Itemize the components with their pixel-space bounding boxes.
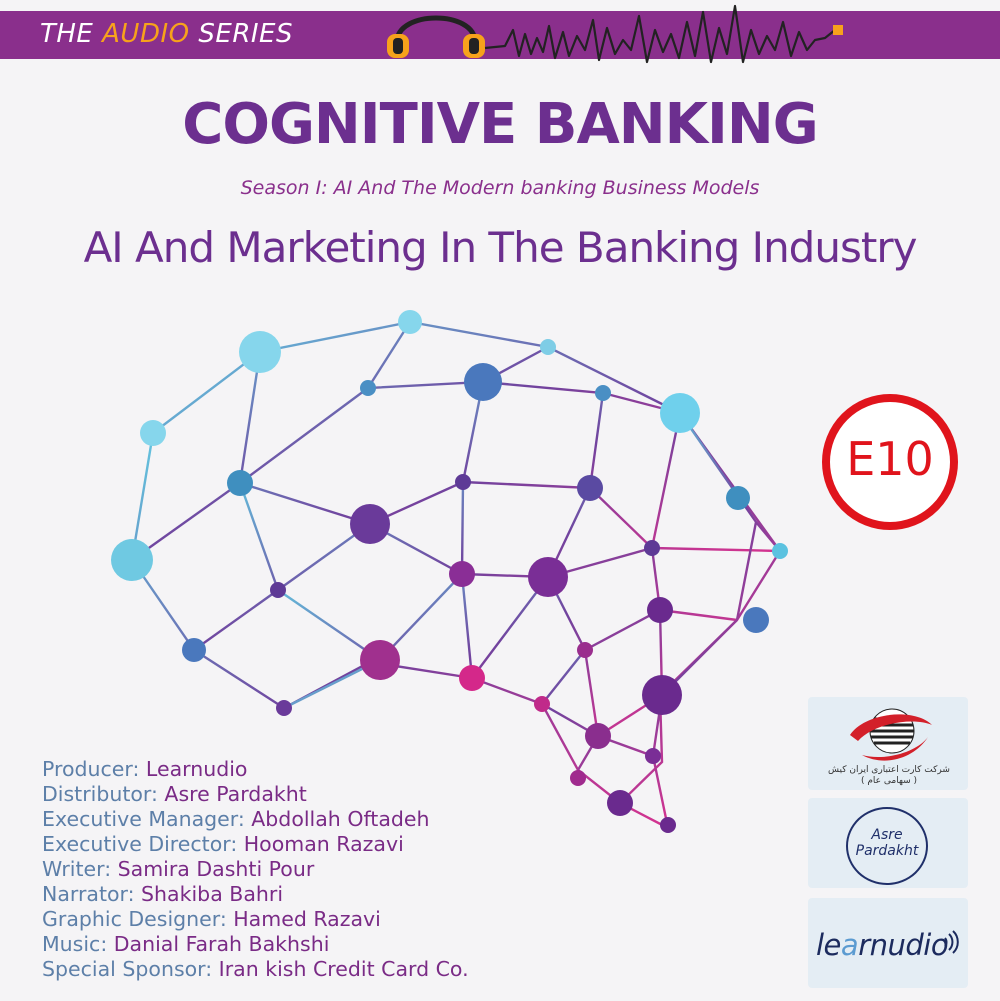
iran-kish-logo: شرکت کارت اعتباری ایران کیش ( سهامی عام … — [808, 697, 968, 790]
sound-wave-icon — [484, 4, 836, 64]
credit-value: Learnudio — [145, 757, 248, 781]
series-prefix: THE — [40, 19, 94, 49]
headphones-graphic — [387, 15, 485, 58]
headphones-icon — [387, 4, 843, 64]
learnudio-part: rnudio — [858, 928, 949, 962]
asre-line2: Pardakht — [855, 843, 919, 859]
network-nodes — [111, 310, 788, 833]
asre-pardakht-logo: Asre Pardakht — [808, 798, 968, 888]
credit-label: Writer: — [42, 857, 112, 881]
episode-badge: E10 — [822, 394, 958, 530]
series-label: THE AUDIO SERIES — [40, 19, 293, 49]
series-suffix: SERIES — [198, 19, 293, 49]
brain-network-illustration — [111, 310, 788, 833]
learnudio-part: le — [816, 928, 841, 962]
episode-title: AI And Marketing In The Banking Industry — [83, 223, 918, 272]
credit-row: Writer: Samira Dashti Pour — [42, 857, 469, 882]
credit-value: Iran kish Credit Card Co. — [218, 957, 469, 981]
credit-row: Music: Danial Farah Bakhshi — [42, 932, 469, 957]
credit-value: Samira Dashti Pour — [117, 857, 315, 881]
credit-value: Shakiba Bahri — [141, 882, 284, 906]
credit-label: Special Sponsor: — [42, 957, 213, 981]
credit-row: Executive Director: Hooman Razavi — [42, 832, 469, 857]
iran-kish-emblem-icon — [850, 708, 932, 761]
credit-label: Graphic Designer: — [42, 907, 227, 931]
credit-label: Narrator: — [42, 882, 135, 906]
iran-kish-caption: شرکت کارت اعتباری ایران کیش ( سهامی عام … — [822, 765, 956, 787]
credit-value: Asre Pardakht — [164, 782, 307, 806]
series-accent: AUDIO — [102, 19, 190, 49]
credit-value: Abdollah Oftadeh — [251, 807, 430, 831]
credit-label: Executive Director: — [42, 832, 238, 856]
credit-row: Special Sponsor: Iran kish Credit Card C… — [42, 957, 469, 982]
credits-list: Producer: Learnudio Distributor: Asre Pa… — [42, 757, 469, 982]
iran-kish-caption-line1: شرکت کارت اعتباری ایران کیش — [828, 765, 950, 775]
asre-line1: Asre — [871, 827, 903, 843]
learnudio-logo: learnudio — [808, 898, 968, 988]
credit-row: Producer: Learnudio — [42, 757, 469, 782]
credit-row: Distributor: Asre Pardakht — [42, 782, 469, 807]
season-subtitle: Season Ⅰ: AI And The Modern banking Busi… — [240, 177, 760, 199]
credit-value: Danial Farah Bakhshi — [113, 932, 330, 956]
credit-value: Hooman Razavi — [243, 832, 404, 856]
page-title: COGNITIVE BANKING — [182, 92, 818, 157]
credit-label: Distributor: — [42, 782, 158, 806]
asre-pardakht-circle: Asre Pardakht — [846, 807, 928, 885]
credit-label: Executive Manager: — [42, 807, 245, 831]
credit-label: Producer: — [42, 757, 140, 781]
episode-badge-label: E10 — [846, 432, 934, 486]
learnudio-accent: a — [840, 928, 859, 962]
credit-row: Narrator: Shakiba Bahri — [42, 882, 469, 907]
iran-kish-caption-line2: ( سهامی عام ) — [860, 776, 918, 786]
sound-wave-icon — [944, 930, 959, 954]
credit-row: Graphic Designer: Hamed Razavi — [42, 907, 469, 932]
credit-label: Music: — [42, 932, 108, 956]
credit-value: Hamed Razavi — [233, 907, 381, 931]
learnudio-wordmark: learnudio — [816, 928, 949, 962]
credit-row: Executive Manager: Abdollah Oftadeh — [42, 807, 469, 832]
